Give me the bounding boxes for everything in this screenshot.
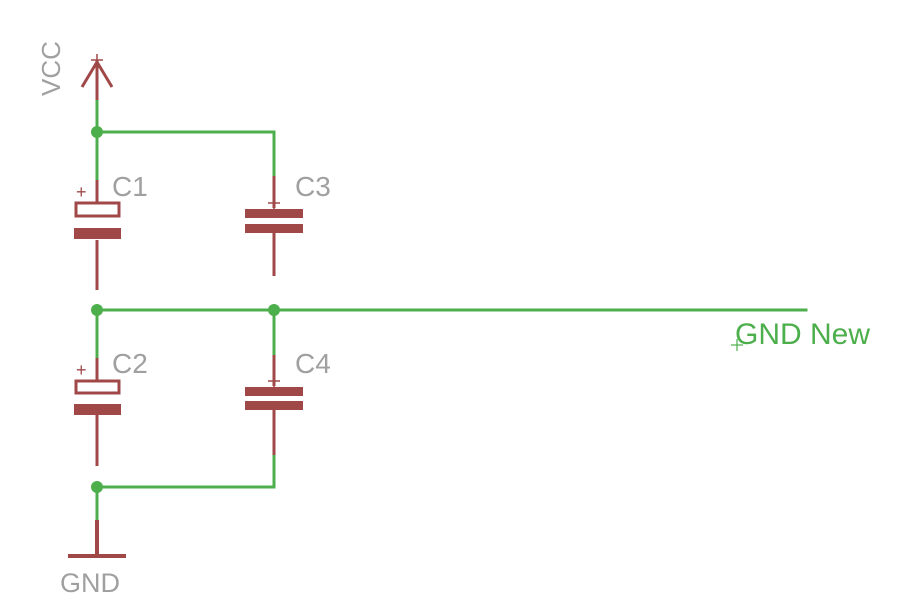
wire-top-rail[interactable]	[95, 130, 276, 182]
c2-polarity-mark: +	[76, 360, 87, 380]
wire-bottom-rail[interactable]	[95, 416, 276, 489]
junction-dot	[91, 126, 103, 138]
junction-dot	[91, 304, 103, 316]
wires	[95, 70, 808, 552]
net-label-gnd-new[interactable]: GND New	[735, 318, 870, 351]
c2-ref-label: C2	[112, 348, 148, 379]
capacitor-c1[interactable]: +	[74, 180, 121, 290]
junction-dot	[91, 481, 103, 493]
capacitor-c4[interactable]	[245, 355, 303, 455]
vcc-symbol[interactable]	[80, 54, 114, 100]
gnd-label: GND	[60, 568, 120, 598]
gnd-symbol[interactable]	[68, 520, 126, 558]
vcc-label: VCC	[36, 41, 66, 96]
junction-dot	[268, 304, 280, 316]
junctions	[91, 126, 280, 493]
c4-ref-label: C4	[295, 348, 331, 379]
c3-ref-label: C3	[295, 171, 331, 202]
capacitor-c2[interactable]: +	[74, 358, 121, 466]
c1-ref-label: C1	[112, 171, 148, 202]
c1-polarity-mark: +	[76, 182, 87, 202]
net-label-origin-cross	[731, 339, 743, 351]
capacitor-c3[interactable]	[245, 176, 303, 276]
